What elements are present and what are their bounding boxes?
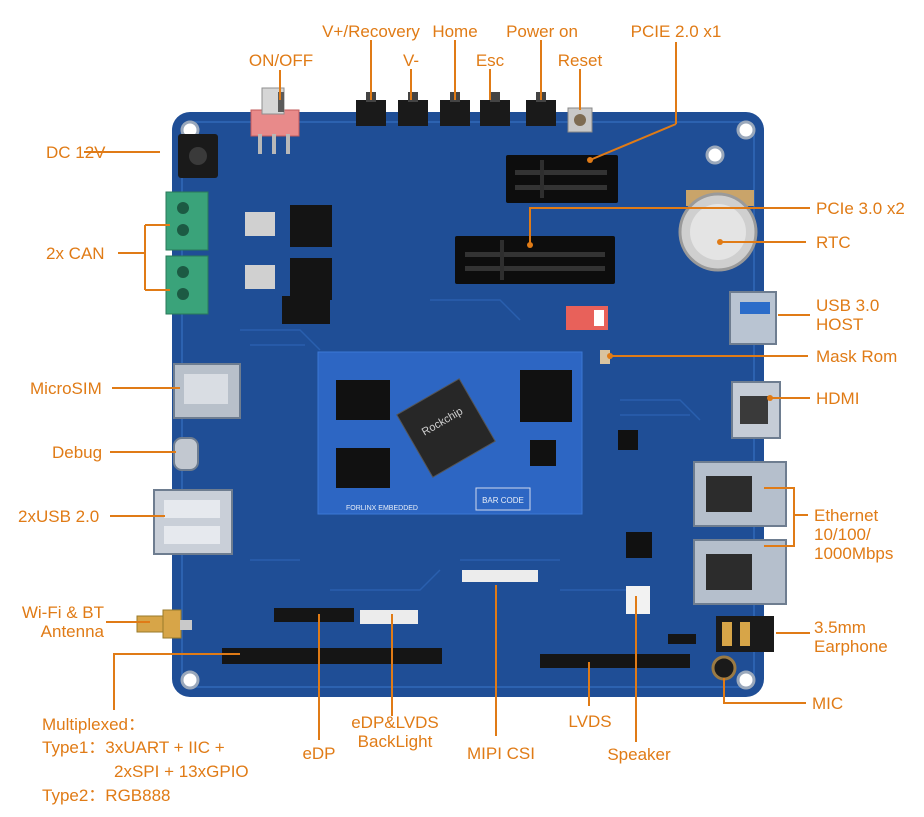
label-mic: MIC xyxy=(812,694,844,713)
label-dc-12v: DC 12V xyxy=(46,143,106,162)
som-module: Rockchip BAR CODE FORLINX EMBEDDED xyxy=(317,351,583,515)
can-chips xyxy=(245,205,332,324)
bar-code-text: BAR CODE xyxy=(482,496,524,505)
label-edp: eDP xyxy=(302,744,336,763)
wifi-antenna-connector xyxy=(136,609,192,639)
label-v-minus: V- xyxy=(402,51,420,70)
pcb-traces xyxy=(240,299,701,591)
label-earphone: 3.5mm Earphone xyxy=(814,618,888,656)
dc-jack xyxy=(178,134,218,178)
label-pcie-x1: PCIE 2.0 x1 xyxy=(630,22,722,41)
label-usb2: 2xUSB 2.0 xyxy=(18,507,100,526)
label-pcie-x2: PCIe 3.0 x2 xyxy=(816,199,905,218)
microsim-slot xyxy=(173,363,241,419)
ethernet-ports xyxy=(693,461,787,605)
label-lvds: LVDS xyxy=(568,712,612,731)
label-hdmi: HDMI xyxy=(816,389,860,408)
label-mask-rom: Mask Rom xyxy=(816,347,898,366)
label-type1-line1: Type1：3xUART + IIC + xyxy=(42,738,225,757)
label-esc: Esc xyxy=(475,51,505,70)
mic-component xyxy=(711,655,737,681)
usb3-host-port xyxy=(729,291,777,345)
debug-usbc-port xyxy=(173,437,199,471)
rtc-battery xyxy=(678,190,758,272)
label-edp-lvds-backlight: eDP&LVDS BackLight xyxy=(351,713,439,751)
label-microsim: MicroSIM xyxy=(30,379,102,398)
label-on-off: ON/OFF xyxy=(248,51,314,70)
label-speaker: Speaker xyxy=(607,745,671,764)
label-power-on: Power on xyxy=(506,22,578,41)
can-terminals xyxy=(165,191,209,315)
mask-rom-switch xyxy=(566,306,610,364)
label-type1-line2: 2xSPI + 13xGPIO xyxy=(114,762,249,781)
label-multiplexed-title: Multiplexed： xyxy=(42,715,145,734)
on-off-switch xyxy=(250,87,300,154)
label-mipi-csi: MIPI CSI xyxy=(466,744,535,763)
label-v-plus-recovery: V+/Recovery xyxy=(322,22,420,41)
label-reset: Reset xyxy=(557,51,603,70)
usb2-ports xyxy=(153,489,233,555)
label-usb3-host: USB 3.0 HOST xyxy=(816,296,880,334)
label-wifi-bt: Wi-Fi & BT Antenna xyxy=(21,603,104,641)
pcie-x2-slot xyxy=(455,236,615,284)
label-rtc: RTC xyxy=(816,233,851,252)
label-type2: Type2：RGB888 xyxy=(42,786,171,805)
label-can: 2x CAN xyxy=(46,244,105,263)
leader-dots xyxy=(527,157,773,401)
earphone-jack xyxy=(716,616,774,652)
push-buttons xyxy=(356,92,593,133)
forlinx-text: FORLINX EMBEDDED xyxy=(346,505,418,512)
label-debug: Debug xyxy=(52,443,103,462)
pcie-x1-slot xyxy=(506,155,618,203)
label-ethernet: Ethernet 10/100/ 1000Mbps xyxy=(814,506,894,563)
leader-lines xyxy=(84,40,810,742)
label-home: Home xyxy=(432,22,478,41)
pin-headers xyxy=(222,430,696,668)
hdmi-port xyxy=(731,381,781,439)
